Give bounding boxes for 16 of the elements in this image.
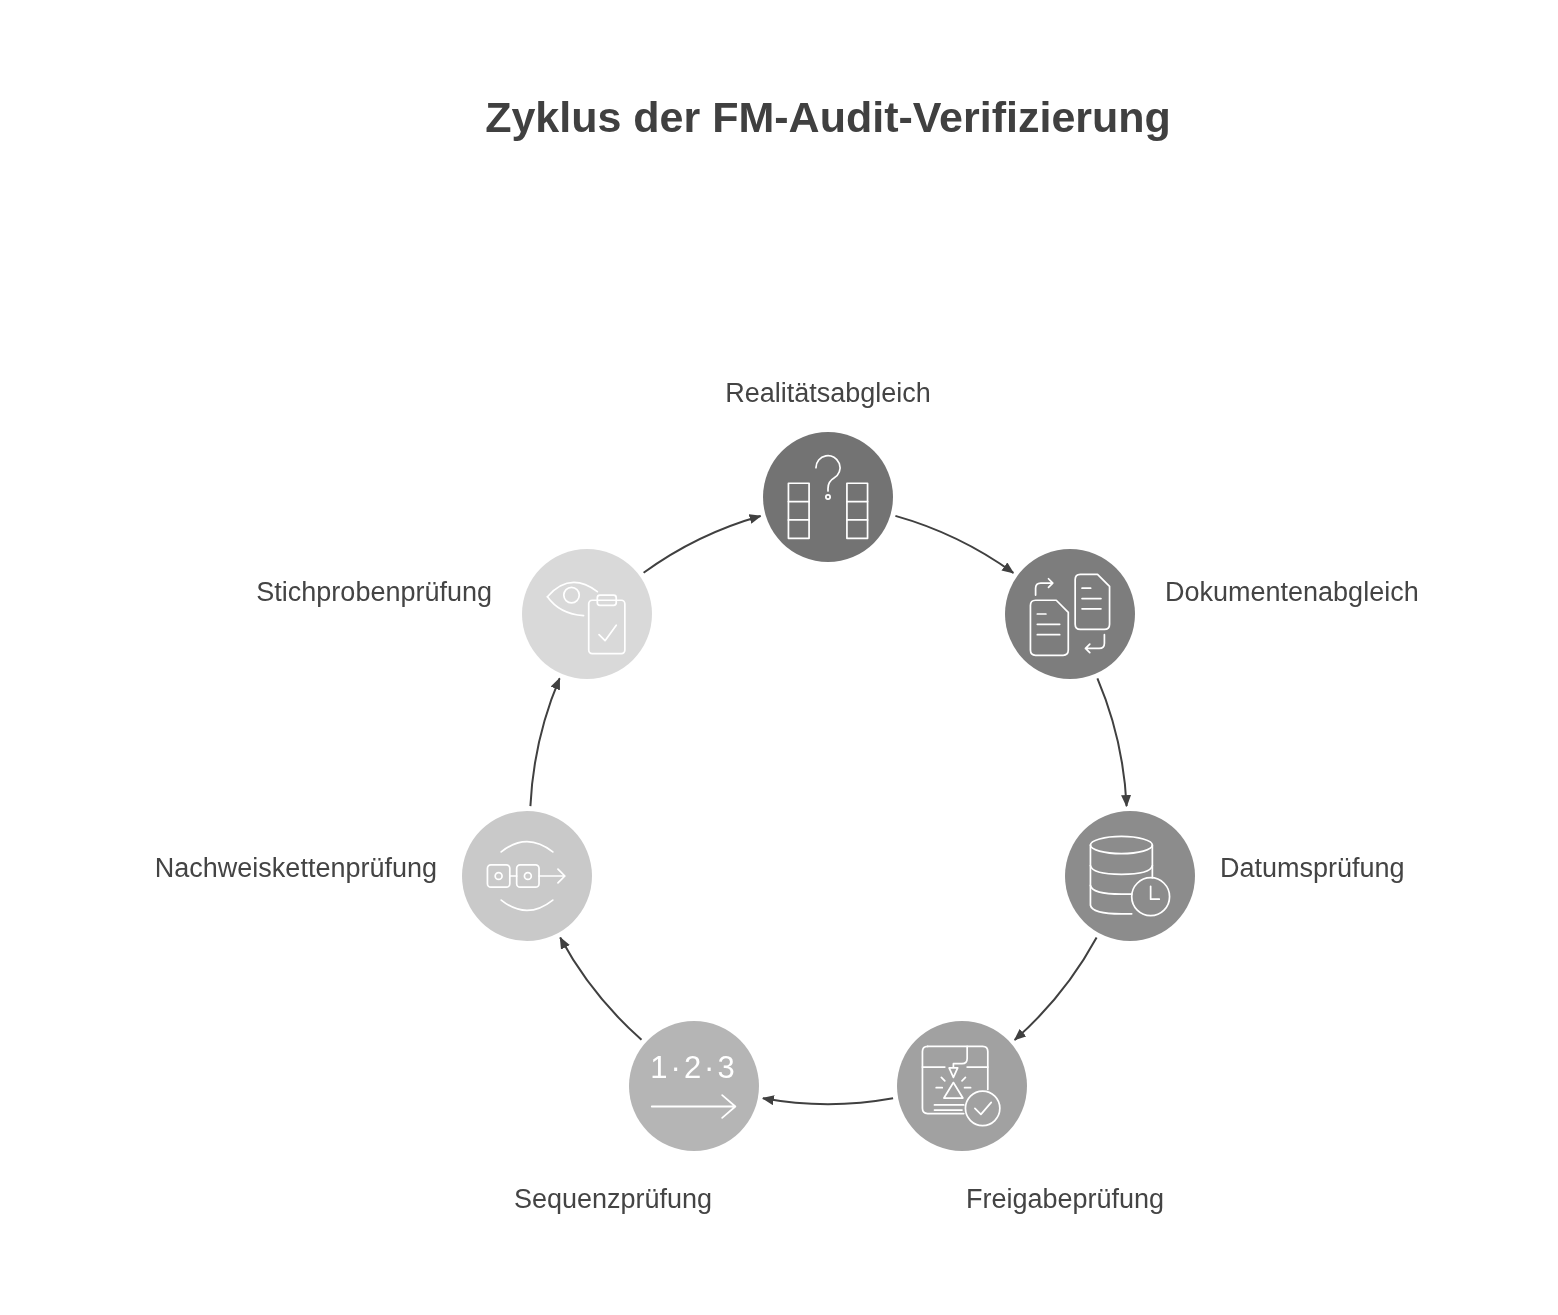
step-label: Sequenzprüfung: [513, 1182, 713, 1216]
step-label: Freigabeprüfung: [965, 1182, 1165, 1216]
step-label: Realitätsabgleich: [725, 376, 931, 410]
arrow: [894, 514, 1015, 574]
arrow: [1013, 936, 1098, 1041]
step-label: Stichprobenprüfung: [256, 575, 492, 609]
arrow: [1096, 677, 1131, 808]
arrow: [642, 514, 762, 574]
diagram-title: Zyklus der FM-Audit-Verifizierung: [485, 92, 1171, 142]
step-label: Nachweiskettenprüfung: [154, 851, 437, 885]
arrow: [761, 1095, 895, 1106]
arrow: [559, 936, 643, 1041]
arrow: [529, 677, 561, 808]
sequence-numbers: 1·2·3: [650, 1052, 738, 1083]
step-label: Datumsprüfung: [1220, 851, 1405, 885]
step-label: Dokumentenabgleich: [1165, 575, 1419, 609]
